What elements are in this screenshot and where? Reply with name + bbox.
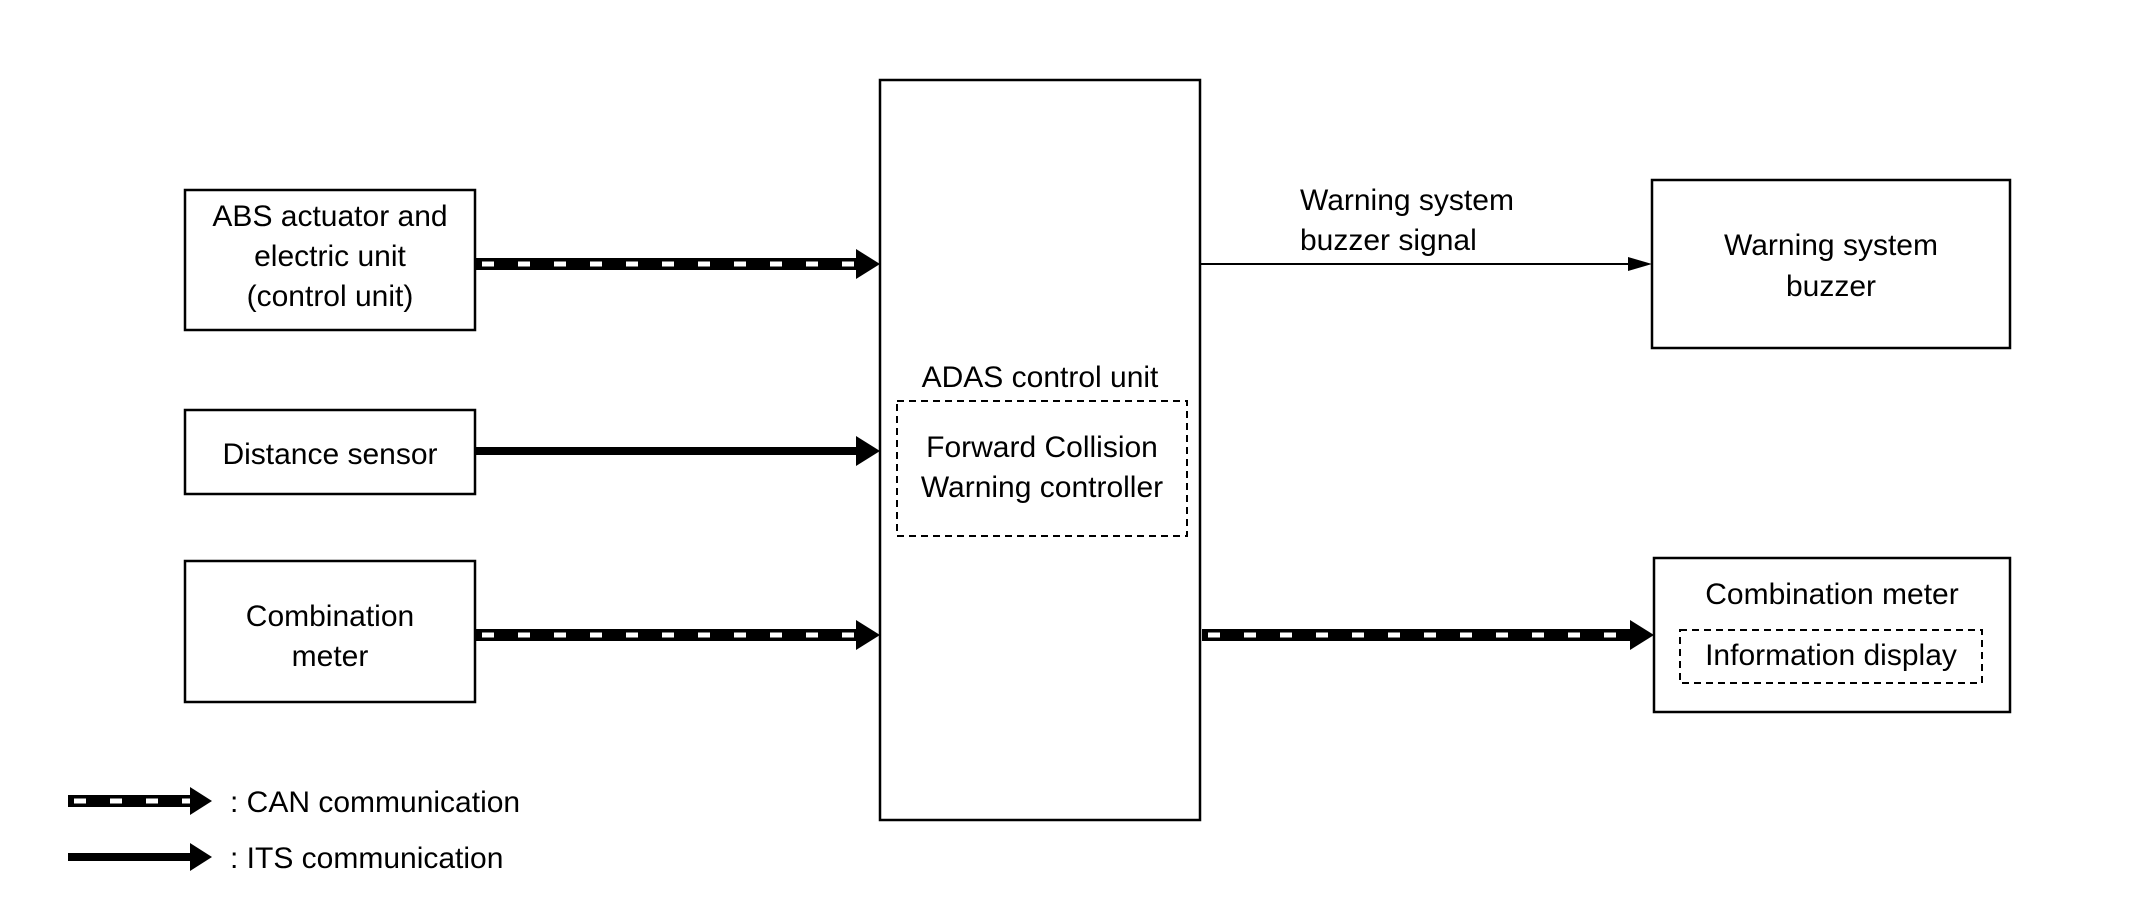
information-display-dashed-box bbox=[1679, 629, 1983, 684]
arrow-distance-to-adas bbox=[476, 436, 880, 466]
arrow-adas-to-combination-meter bbox=[1202, 620, 1654, 650]
fcw-controller-line-2: Warning controller bbox=[921, 471, 1163, 504]
legend-can-label: : CAN communication bbox=[230, 786, 520, 819]
abs-line-1: ABS actuator and bbox=[212, 200, 447, 233]
abs-line-2: electric unit bbox=[254, 240, 406, 273]
arrow-abs-to-adas bbox=[476, 249, 880, 279]
combination-meter-input-line-2: meter bbox=[292, 640, 369, 673]
combination-meter-output-title: Combination meter bbox=[1705, 578, 1958, 611]
legend-its-arrow bbox=[68, 843, 212, 871]
fcw-controller-dashed-box bbox=[896, 400, 1188, 537]
buzzer-signal-label-line-2: buzzer signal bbox=[1300, 224, 1477, 257]
warning-buzzer-line-1: Warning system bbox=[1724, 229, 1938, 262]
arrow-adas-to-buzzer bbox=[1200, 257, 1652, 271]
combination-meter-output-node: Combination meter Information display bbox=[1652, 556, 2012, 714]
distance-sensor-node: Distance sensor bbox=[183, 408, 477, 496]
buzzer-signal-label-line-1: Warning system bbox=[1300, 184, 1514, 217]
arrow-combination-meter-to-adas bbox=[476, 620, 880, 650]
adas-control-unit-node: ADAS control unit Forward Collision Warn… bbox=[878, 78, 1202, 822]
legend: : CAN communication : ITS communication bbox=[68, 786, 520, 875]
legend-its-label: : ITS communication bbox=[230, 842, 503, 875]
abs-actuator-node: ABS actuator and electric unit (control … bbox=[183, 188, 477, 332]
legend-can-arrow bbox=[68, 787, 212, 815]
adas-control-unit-title: ADAS control unit bbox=[922, 361, 1159, 394]
warning-buzzer-line-2: buzzer bbox=[1786, 270, 1876, 303]
abs-line-3: (control unit) bbox=[247, 280, 414, 313]
warning-buzzer-node: Warning system buzzer bbox=[1650, 178, 2012, 350]
combination-meter-input-node: Combination meter bbox=[183, 559, 477, 704]
distance-sensor-label: Distance sensor bbox=[222, 438, 437, 471]
information-display-label: Information display bbox=[1705, 639, 1957, 672]
combination-meter-input-line-1: Combination bbox=[246, 600, 414, 633]
fcw-controller-line-1: Forward Collision bbox=[926, 431, 1158, 464]
